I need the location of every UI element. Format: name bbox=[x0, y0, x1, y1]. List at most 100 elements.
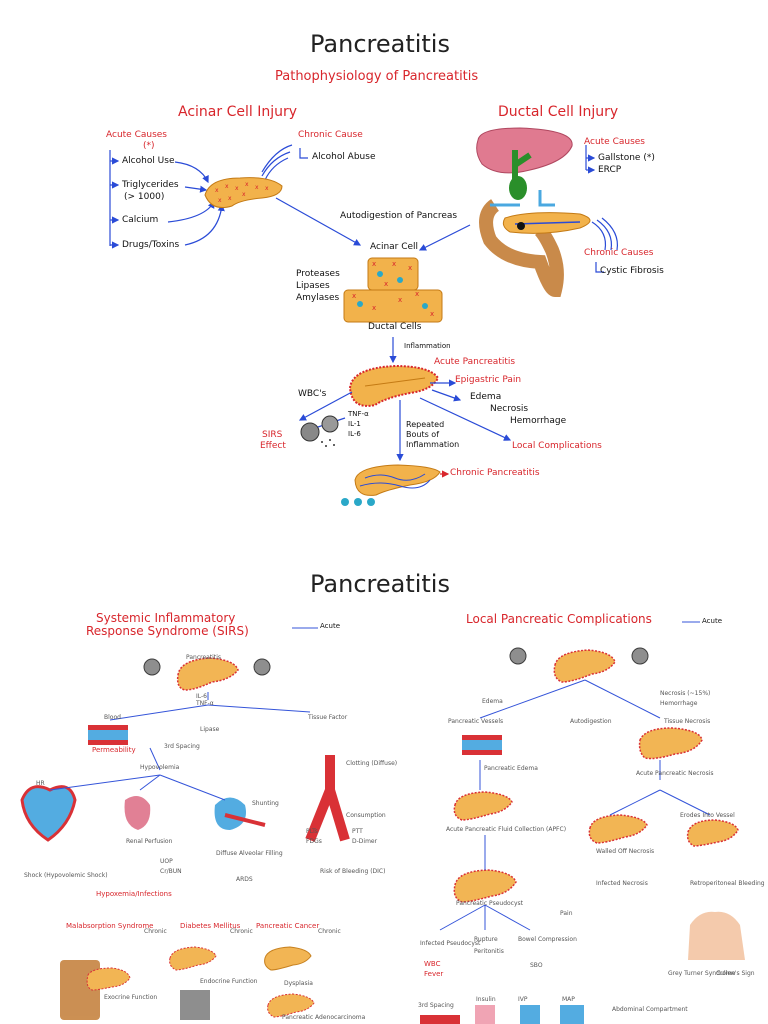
bottom-pancreatic-cancer: Pancreatic Cancer bbox=[256, 922, 320, 930]
sirs-uop: UOP bbox=[160, 858, 173, 865]
local-retroperitoneal-bleeding: Retroperitoneal Bleeding bbox=[690, 880, 765, 887]
local-complications-header: Local Pancreatic Complications bbox=[466, 612, 652, 626]
effect-hemorrhage: Hemorrhage bbox=[510, 416, 567, 426]
acinar-cell-label: Acinar Cell bbox=[370, 242, 419, 252]
local-hemorrhage: Hemorrhage bbox=[660, 700, 698, 707]
bottom-dysplasia: Dysplasia bbox=[284, 980, 313, 987]
bottom-malabsorption: Malabsorption Syndrome bbox=[66, 922, 154, 930]
sirs-tissue-factor: Tissue Factor bbox=[308, 714, 348, 721]
svg-text:x: x bbox=[218, 197, 222, 204]
sirs-consumption: Consumption bbox=[346, 812, 386, 819]
local-bowel-compression: Bowel Compression bbox=[518, 936, 577, 943]
svg-text:x: x bbox=[255, 184, 259, 191]
bottom-endocrine: Endocrine Function bbox=[200, 978, 258, 985]
inflamed-pancreas-icon bbox=[348, 364, 440, 407]
sirs-effect-label: Effect bbox=[260, 441, 286, 451]
svg-text:x: x bbox=[408, 264, 412, 272]
cause-alcohol-use: Alcohol Use bbox=[122, 156, 175, 166]
enzyme-proteases: Proteases bbox=[296, 269, 340, 279]
bottom-map: MAP bbox=[562, 996, 575, 1003]
local-walled-off: Walled Off Necrosis bbox=[596, 848, 655, 855]
sirs-tnf: TNF-α bbox=[196, 700, 214, 707]
sirs-hr: HR bbox=[36, 780, 45, 787]
sirs-pancreatitis: Pancreatitis bbox=[186, 654, 221, 661]
local-infected-necrosis: Infected Necrosis bbox=[596, 880, 648, 887]
ductal-cells-label: Ductal Cells bbox=[368, 322, 422, 332]
acute-causes-star: (*) bbox=[143, 141, 155, 151]
local-infected-pseudocyst: Infected Pseudocyst bbox=[420, 940, 481, 947]
bottom-third-spacing: 3rd Spacing bbox=[418, 1002, 454, 1009]
local-sbo: SBO bbox=[530, 962, 543, 969]
local-acute-label: Acute bbox=[702, 617, 723, 625]
svg-text:x: x bbox=[392, 260, 396, 268]
sirs-il6: IL-6 bbox=[196, 693, 207, 700]
sirs-hypovolemia: Hypovolemia bbox=[140, 764, 180, 771]
sirs-plts: PLTs bbox=[306, 828, 318, 835]
sirs-alveolar-filling: Diffuse Alveolar Filling bbox=[216, 850, 283, 857]
cause-triglycerides: Triglycerides bbox=[122, 180, 179, 190]
local-autodigestion: Autodigestion bbox=[570, 718, 612, 725]
chronic-cause-label: Chronic Cause bbox=[298, 130, 363, 140]
svg-text:x: x bbox=[384, 280, 388, 288]
inflammation-label: Inflammation bbox=[404, 342, 451, 350]
sirs-ards: ARDS bbox=[236, 876, 253, 883]
page-title: Pancreatitis bbox=[310, 30, 450, 58]
sirs-blood: Blood bbox=[104, 714, 121, 721]
sirs-d-dimer: D-Dimer bbox=[352, 838, 378, 845]
svg-text:x: x bbox=[245, 181, 249, 188]
bottom-insulin: Insulin bbox=[476, 996, 496, 1003]
bottom-exocrine: Exocrine Function bbox=[104, 994, 158, 1001]
chronic-cause-bracket bbox=[261, 144, 308, 181]
svg-text:x: x bbox=[415, 290, 419, 298]
cause-triglycerides-threshold: (> 1000) bbox=[124, 192, 165, 202]
acute-causes-label: Acute Causes bbox=[106, 130, 167, 140]
bottom-ivp: IVP bbox=[518, 996, 528, 1003]
sirs-label: SIRS bbox=[262, 430, 283, 440]
effect-edema: Edema bbox=[470, 392, 502, 402]
ductal-chronic-causes-label: Chronic Causes bbox=[584, 248, 654, 258]
local-edema: Edema bbox=[482, 698, 503, 705]
local-pancreatic-edema: Pancreatic Edema bbox=[484, 765, 538, 772]
acute-causes-bracket bbox=[109, 150, 225, 249]
local-acute-necrosis: Acute Pancreatic Necrosis bbox=[636, 770, 714, 777]
autodigestion-label: Autodigestion of Pancreas bbox=[340, 211, 458, 221]
cause-calcium: Calcium bbox=[122, 215, 159, 225]
bouts-of-label: Bouts of bbox=[406, 430, 440, 439]
ductal-cause-gallstone: Gallstone (*) bbox=[598, 153, 655, 163]
local-peritonitis: Peritonitis bbox=[474, 948, 504, 955]
sirs-lipase: Lipase bbox=[200, 726, 220, 733]
sirs-shock: Shock (Hypovolemic Shock) bbox=[24, 872, 108, 879]
svg-text:x: x bbox=[352, 292, 356, 300]
local-cullens-sign: Cullen's Sign bbox=[716, 970, 755, 977]
sirs-third-spacing: 3rd Spacing bbox=[164, 743, 200, 750]
sirs-renal-perfusion: Renal Perfusion bbox=[126, 838, 173, 845]
local-grey-turner: Grey Turner Syndrome bbox=[668, 970, 736, 977]
wbcs-label: WBC's bbox=[298, 389, 327, 399]
svg-text:x: x bbox=[398, 296, 402, 304]
local-rupture: Rupture bbox=[474, 936, 498, 943]
local-fever: Fever bbox=[424, 970, 444, 978]
svg-text:x: x bbox=[372, 304, 376, 312]
svg-text:x: x bbox=[430, 310, 434, 318]
subtitle: Pathophysiology of Pancreatitis bbox=[275, 69, 479, 84]
local-necrosis-pct: Necrosis (~15%) bbox=[660, 690, 711, 697]
local-pancreatic-vessels: Pancreatic Vessels bbox=[448, 718, 504, 725]
sirs-header-line2: Response Syndrome (SIRS) bbox=[86, 624, 249, 638]
local-wbc: WBC bbox=[424, 960, 441, 968]
chronic-cause-alcohol-abuse: Alcohol Abuse bbox=[312, 152, 376, 162]
sirs-cr-bun: Cr/BUN bbox=[160, 868, 182, 875]
epigastric-pain-label: Epigastric Pain bbox=[455, 375, 522, 385]
svg-text:x: x bbox=[265, 185, 269, 192]
cytokine-il1: IL-1 bbox=[348, 420, 361, 428]
sirs-clotting: Clotting (Diffuse) bbox=[346, 760, 398, 767]
bottom-diabetes: Diabetes Mellitus bbox=[180, 922, 241, 930]
enzyme-amylases: Amylases bbox=[296, 293, 340, 303]
local-complications-label: Local Complications bbox=[512, 441, 602, 451]
acute-pancreatitis-label: Acute Pancreatitis bbox=[434, 357, 516, 367]
enzyme-lipases: Lipases bbox=[296, 281, 330, 291]
effect-necrosis: Necrosis bbox=[490, 404, 529, 414]
sirs-risk-bleeding: Risk of Bleeding (DIC) bbox=[320, 868, 386, 875]
